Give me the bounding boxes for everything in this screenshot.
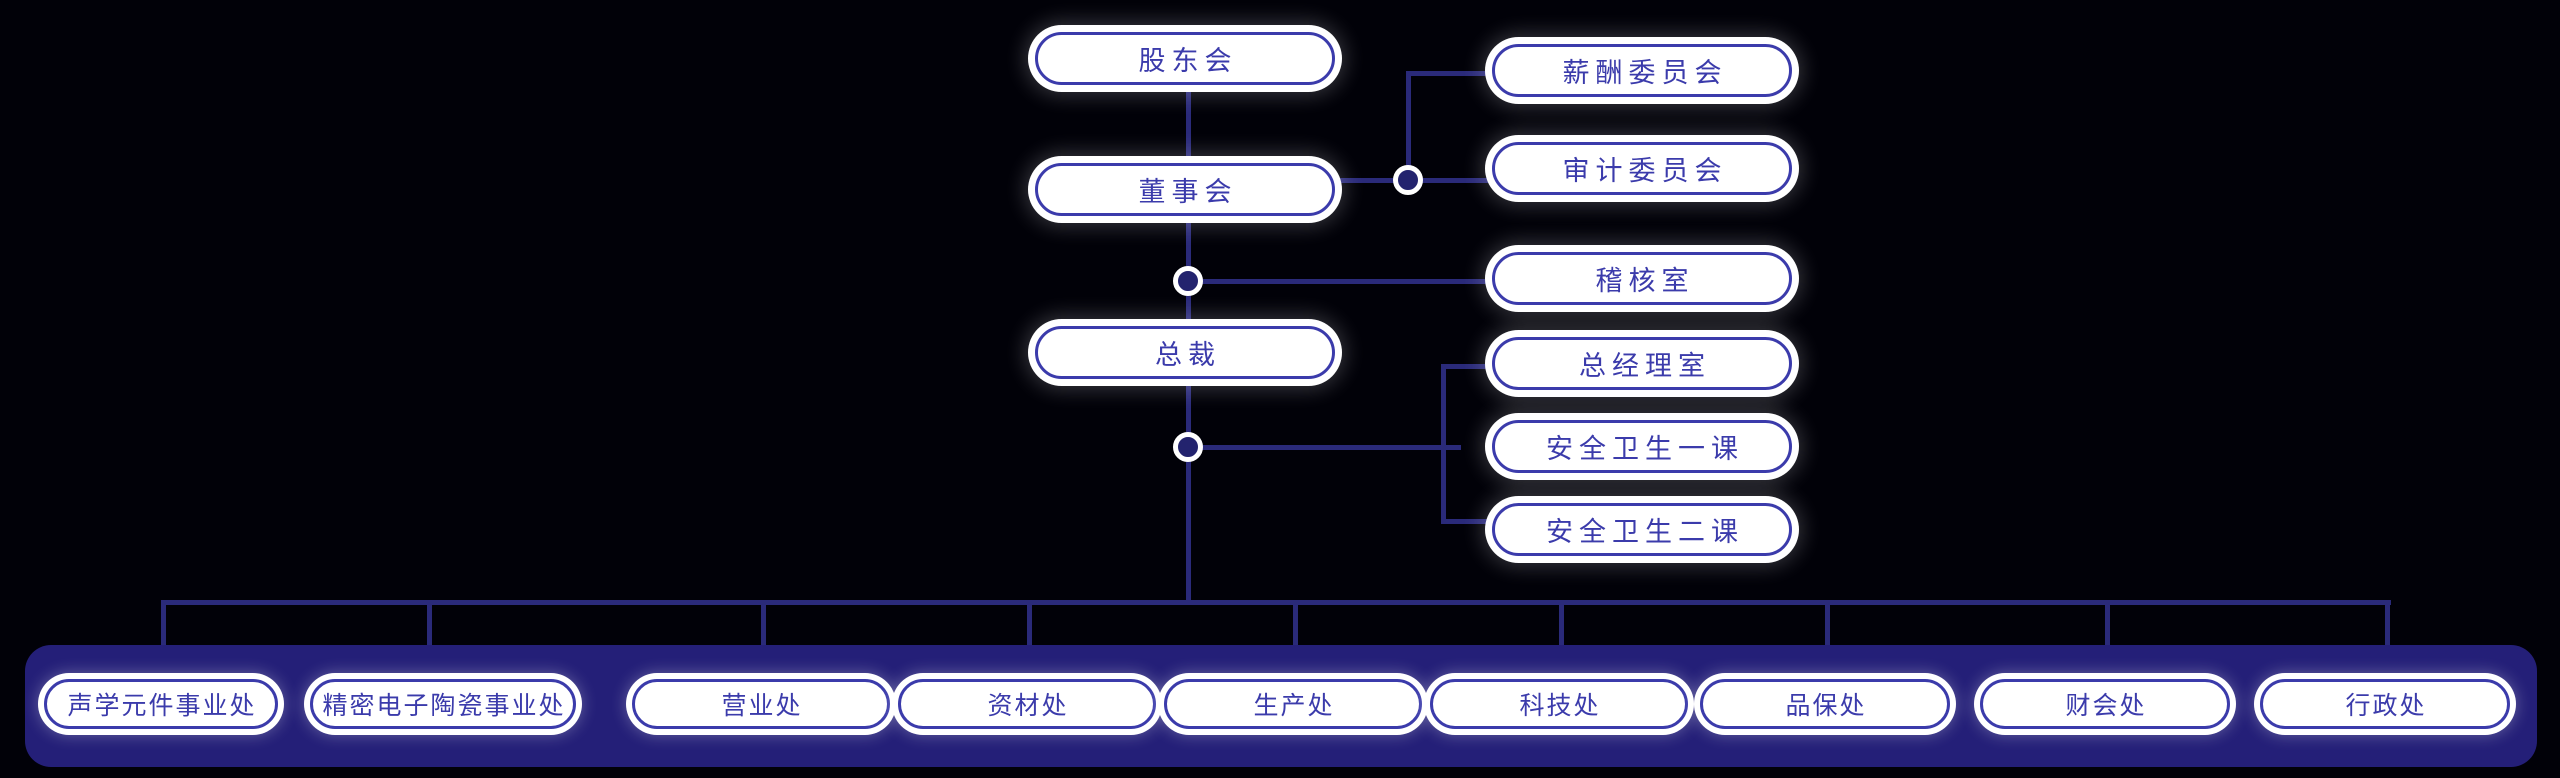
- connector-drop-dept-5: [1293, 600, 1298, 660]
- connector-stub-comp-committee: [1406, 71, 1566, 76]
- node-dept-production[interactable]: 生产处: [1164, 679, 1422, 729]
- node-dept-quality-label: 品保处: [1785, 691, 1867, 720]
- connector-drop-dept-2: [427, 600, 432, 660]
- connector-board-president: [1186, 180, 1191, 450]
- connector-gm-safety-bracket: [1441, 364, 1446, 524]
- node-dept-finance-label: 财会处: [2065, 691, 2147, 720]
- node-dept-material-label: 资材处: [987, 691, 1069, 720]
- node-president[interactable]: 总裁: [1035, 326, 1335, 379]
- node-dept-technology[interactable]: 科技处: [1430, 679, 1688, 729]
- node-board-label: 董事会: [1138, 177, 1238, 208]
- junction-dot-gm-branch: [1173, 432, 1203, 462]
- connector-drop-dept-6: [1559, 600, 1564, 660]
- node-dept-quality[interactable]: 品保处: [1700, 679, 1950, 729]
- node-board[interactable]: 董事会: [1035, 163, 1335, 216]
- node-audit-committee-label: 审计委员会: [1562, 156, 1728, 187]
- connector-president-right-bus: [1186, 445, 1461, 450]
- node-audit-office-label: 稽核室: [1595, 266, 1695, 297]
- node-safety-section-1-label: 安全卫生一课: [1546, 434, 1744, 465]
- connector-board-committee-bus: [1330, 178, 1560, 183]
- node-dept-material[interactable]: 资材处: [898, 679, 1156, 729]
- connector-drop-dept-1: [161, 600, 166, 660]
- node-dept-ceramic-label: 精密电子陶瓷事业处: [322, 691, 566, 720]
- node-dept-ceramic[interactable]: 精密电子陶瓷事业处: [310, 679, 576, 729]
- node-shareholders[interactable]: 股东会: [1035, 32, 1335, 85]
- node-gm-office-label: 总经理室: [1579, 351, 1711, 382]
- connector-drop-dept-3: [761, 600, 766, 660]
- node-dept-sales-label: 营业处: [721, 691, 803, 720]
- node-dept-administration-label: 行政处: [2345, 691, 2427, 720]
- node-compensation-committee-label: 薪酬委员会: [1562, 58, 1728, 89]
- junction-dot-audit-office: [1173, 266, 1203, 296]
- node-dept-finance[interactable]: 财会处: [1980, 679, 2230, 729]
- node-president-label: 总裁: [1155, 340, 1221, 371]
- connector-audit-office: [1186, 279, 1566, 284]
- node-audit-office[interactable]: 稽核室: [1492, 252, 1792, 305]
- node-dept-acoustic-label: 声学元件事业处: [67, 691, 257, 720]
- connector-president-bus: [1186, 447, 1191, 602]
- connector-drop-dept-4: [1027, 600, 1032, 660]
- connector-committee-bracket: [1406, 71, 1411, 181]
- node-dept-sales[interactable]: 营业处: [632, 679, 890, 729]
- node-dept-acoustic[interactable]: 声学元件事业处: [44, 679, 278, 729]
- connector-drop-dept-8: [2105, 600, 2110, 660]
- node-safety-section-1[interactable]: 安全卫生一课: [1492, 420, 1792, 473]
- node-compensation-committee[interactable]: 薪酬委员会: [1492, 44, 1792, 97]
- connector-shareholders-board: [1186, 70, 1191, 180]
- junction-dot-committees: [1393, 165, 1423, 195]
- node-dept-administration[interactable]: 行政处: [2260, 679, 2510, 729]
- node-dept-technology-label: 科技处: [1519, 691, 1601, 720]
- connector-drop-dept-7: [1825, 600, 1830, 660]
- connector-drop-dept-9: [2385, 600, 2390, 660]
- node-safety-section-2[interactable]: 安全卫生二课: [1492, 503, 1792, 556]
- node-audit-committee[interactable]: 审计委员会: [1492, 142, 1792, 195]
- node-safety-section-2-label: 安全卫生二课: [1546, 517, 1744, 548]
- node-dept-production-label: 生产处: [1253, 691, 1335, 720]
- node-shareholders-label: 股东会: [1138, 46, 1238, 77]
- node-gm-office[interactable]: 总经理室: [1492, 337, 1792, 390]
- connector-department-bus: [161, 600, 2391, 605]
